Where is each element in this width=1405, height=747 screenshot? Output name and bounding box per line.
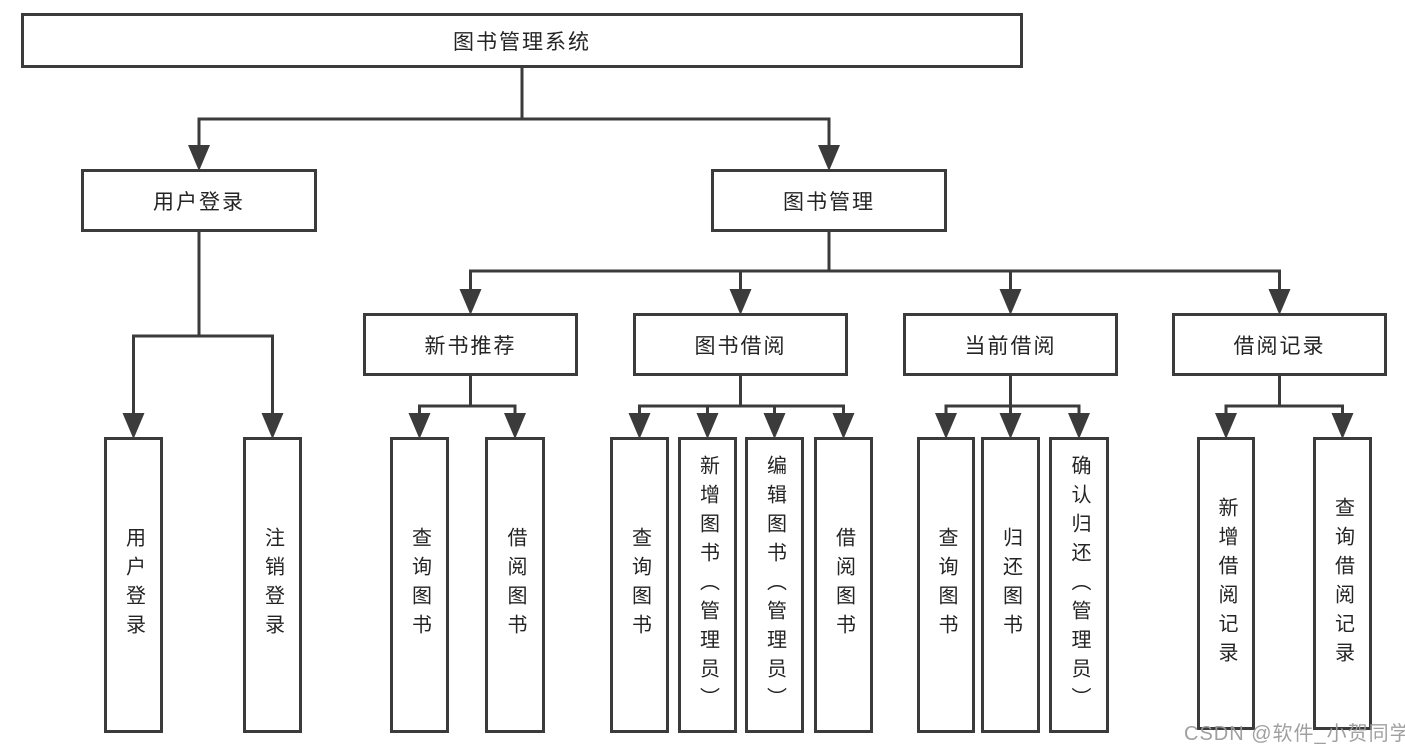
node-cb-query-book: 查询图书 — [917, 437, 975, 733]
node-rec-query-book: 查询图书 — [390, 437, 449, 733]
node-label: 编辑图书（管理员） — [763, 454, 786, 716]
node-label: 查询图书 — [628, 527, 651, 643]
node-add-book-admin: 新增图书（管理员） — [678, 437, 737, 733]
node-do-user-login: 用户登录 — [104, 437, 163, 733]
node-label: 借阅图书 — [504, 527, 526, 643]
node-label: 用户登录 — [153, 190, 245, 214]
node-logout: 注销登录 — [243, 437, 302, 733]
node-new-book-rec: 新书推荐 — [363, 313, 578, 376]
arrowhead-icon — [696, 413, 719, 439]
node-confirm-return-admin: 确认归还（管理员） — [1049, 437, 1109, 733]
node-user-login: 用户登录 — [81, 169, 317, 232]
arrowhead-icon — [999, 413, 1022, 439]
node-label: 归还图书 — [999, 527, 1022, 643]
node-bb-borrow-book: 借阅图书 — [814, 437, 873, 733]
node-current-borrow: 当前借阅 — [903, 313, 1118, 376]
node-add-borrow-record: 新增借阅记录 — [1197, 437, 1255, 730]
csdn-watermark: CSDN @软件_小贺同学 — [1184, 723, 1405, 745]
arrowhead-icon — [459, 289, 482, 315]
node-label: 借阅记录 — [1233, 334, 1326, 358]
node-query-borrow-record: 查询借阅记录 — [1313, 437, 1372, 730]
node-edit-book-admin: 编辑图书（管理员） — [745, 437, 804, 733]
arrowhead-icon — [261, 413, 284, 439]
node-book-mgmt: 图书管理 — [711, 169, 947, 232]
node-label: 新增借阅记录 — [1215, 496, 1237, 671]
node-label: 注销登录 — [261, 527, 284, 643]
arrowhead-icon — [408, 413, 431, 439]
node-label: 确认归还（管理员） — [1068, 454, 1090, 716]
node-book-borrow: 图书借阅 — [633, 313, 848, 376]
node-bb-query-book: 查询图书 — [610, 437, 669, 733]
arrowhead-icon — [1331, 413, 1354, 439]
arrowhead-icon — [188, 145, 210, 171]
node-label: 用户登录 — [122, 527, 145, 643]
node-root: 图书管理系统 — [21, 13, 1023, 68]
arrowhead-icon — [628, 413, 651, 439]
arrowhead-icon — [1268, 289, 1291, 315]
arrowhead-icon — [818, 145, 840, 171]
node-borrow-record: 借阅记录 — [1172, 313, 1387, 376]
node-label: 图书借阅 — [694, 334, 787, 358]
arrowhead-icon — [1215, 413, 1237, 439]
arrowhead-icon — [999, 289, 1022, 315]
node-return-book: 归还图书 — [981, 437, 1040, 733]
arrowhead-icon — [832, 413, 855, 439]
arrowhead-icon — [504, 413, 526, 439]
node-label: 查询图书 — [935, 527, 957, 643]
arrowhead-icon — [729, 289, 752, 315]
arrowhead-icon — [122, 413, 145, 439]
node-label: 新增图书（管理员） — [696, 454, 719, 716]
arrowhead-icon — [935, 413, 957, 439]
node-label: 新书推荐 — [424, 334, 517, 358]
node-label: 查询图书 — [408, 527, 431, 643]
arrowhead-icon — [763, 413, 786, 439]
node-rec-borrow-book: 借阅图书 — [485, 437, 545, 733]
node-label: 图书管理 — [783, 190, 875, 214]
node-label: 查询借阅记录 — [1331, 496, 1354, 671]
arrowhead-icon — [1068, 413, 1090, 439]
node-label: 借阅图书 — [832, 527, 855, 643]
node-label: 图书管理系统 — [453, 30, 591, 54]
node-label: 当前借阅 — [964, 334, 1057, 358]
